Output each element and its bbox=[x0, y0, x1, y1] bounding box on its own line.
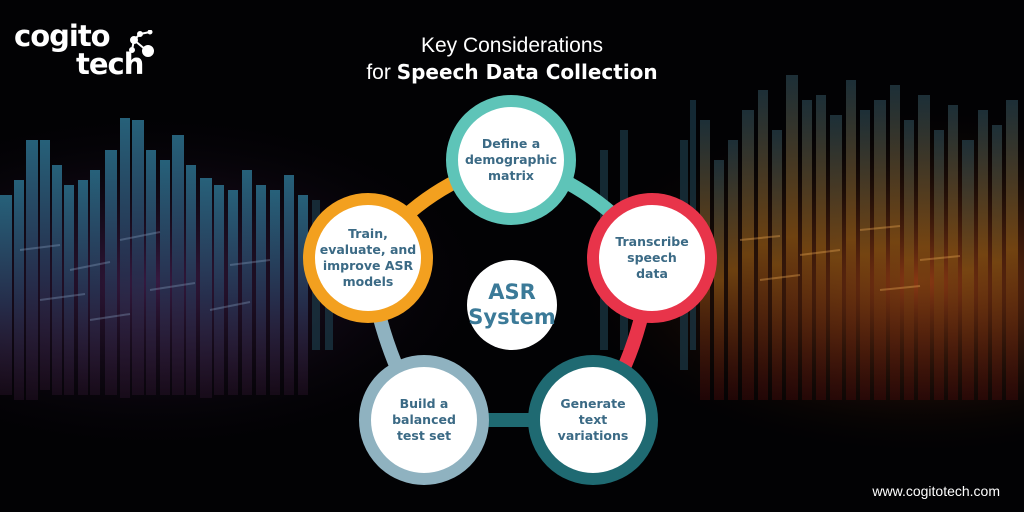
step-define-demographic-matrix: Define a demographic matrix bbox=[446, 95, 576, 225]
step-transcribe-speech-data: Transcribe speech data bbox=[587, 193, 717, 323]
title-emphasis: Speech Data Collection bbox=[396, 60, 658, 84]
logo-line-1: cogito bbox=[14, 19, 111, 53]
cogitotech-logo: cogito tech bbox=[14, 19, 154, 81]
molecule-icon bbox=[129, 30, 154, 57]
asr-system-hub: ASR System bbox=[467, 260, 557, 350]
title-line-1: Key Considerations bbox=[420, 34, 604, 57]
hub-label-line-1: ASR bbox=[488, 280, 536, 304]
page-title: Key Considerations for Speech Data Colle… bbox=[0, 33, 1024, 86]
step-build-balanced-test-set: Build a balanced test set bbox=[359, 355, 489, 485]
step-generate-text-variations: Generate text variations bbox=[528, 355, 658, 485]
step-train-evaluate-improve: Train, evaluate, and improve ASR models bbox=[303, 193, 433, 323]
hub-label-line-2: System bbox=[468, 305, 556, 329]
website-url: www.cogitotech.com bbox=[872, 483, 1000, 499]
title-line-2: for Speech Data Collection bbox=[366, 60, 658, 84]
logo-line-2: tech bbox=[76, 47, 144, 81]
